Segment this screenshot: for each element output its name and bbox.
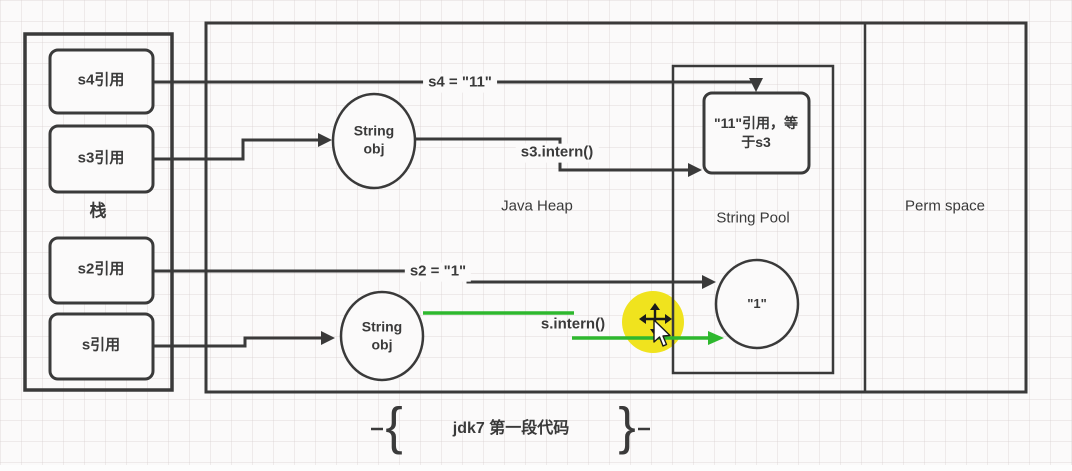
- pointer-cursor-icon: [653, 319, 671, 347]
- perm-space-label: Perm space: [904, 197, 986, 215]
- string-obj-1-label: String obj: [353, 122, 395, 157]
- arrow-s3-line: [153, 138, 320, 161]
- arrow-s-line: [153, 336, 323, 348]
- arrow-s2-head: [702, 275, 716, 289]
- arrow-s3-intern-head: [688, 163, 702, 177]
- bottom-margin: [0, 465, 1072, 471]
- caption-text: jdk7 第一段代码: [452, 420, 570, 437]
- string-obj-2-label: String obj: [361, 318, 403, 353]
- arrow-s-head: [321, 331, 335, 345]
- string-obj-1-circle: [331, 92, 417, 190]
- highlight-circle: [622, 291, 684, 353]
- pool-entry-1-circle: [714, 258, 800, 350]
- string-obj-2-circle: [339, 290, 425, 382]
- arrow-s3-head: [318, 133, 332, 147]
- stack-box: [23, 32, 174, 392]
- stack-label: 栈: [89, 201, 107, 221]
- arrow-s2-label: s2 = "1": [404, 262, 472, 282]
- pool-entry-1-label: "1": [747, 295, 767, 311]
- ref-s2-label: s2引用: [77, 260, 125, 278]
- pool-entry-11-box: [702, 91, 811, 175]
- heap-box: [204, 21, 1028, 394]
- pool-entry-11-label: "11"引用，等于s3: [713, 115, 799, 150]
- java-heap-label: Java Heap: [501, 197, 573, 215]
- arrow-s3-intern-label: s3.intern(): [515, 143, 599, 163]
- arrow-s-intern-label: s.intern(): [540, 315, 606, 333]
- arrow-s4-head: [749, 78, 763, 92]
- caption-brace-right: }: [618, 397, 636, 456]
- arrow-s-intern-green-head: [708, 331, 724, 345]
- string-pool-box: [671, 64, 835, 375]
- ref-s4-label: s4引用: [77, 71, 125, 89]
- ref-s3-label: s3引用: [77, 149, 125, 167]
- string-pool-label: String Pool: [716, 209, 790, 227]
- arrow-s4-label: s4 = "11": [423, 73, 497, 93]
- caption-brace-left: {: [385, 397, 403, 456]
- ref-s-label: s引用: [81, 336, 121, 354]
